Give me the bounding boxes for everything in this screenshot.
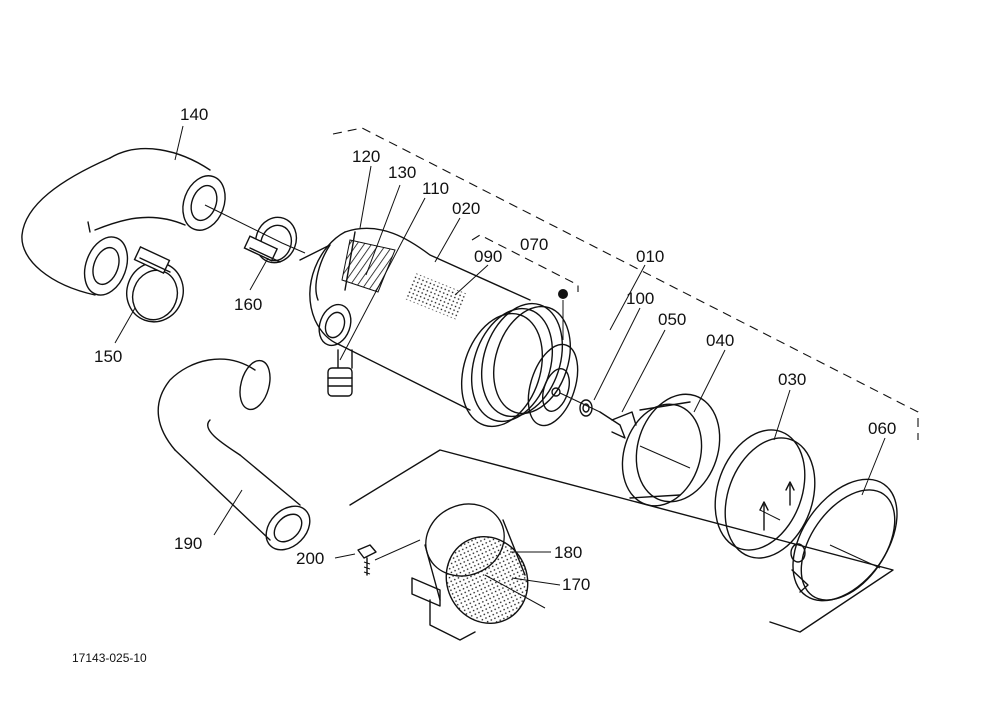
label-130: 130	[388, 163, 416, 182]
mounting-band	[411, 503, 529, 641]
label-070: 070	[520, 235, 548, 254]
bracket-outline	[349, 449, 894, 633]
drawing-number: 17143-025-10	[72, 651, 147, 665]
leader-lines	[114, 125, 886, 586]
label-180: 180	[554, 543, 582, 562]
label-120: 120	[352, 147, 380, 166]
label-170: 170	[562, 575, 590, 594]
hose-140	[21, 147, 226, 296]
label-110: 110	[422, 179, 449, 198]
label-020: 020	[452, 199, 480, 218]
label-200: 200	[296, 549, 324, 568]
washer-and-wing-nut	[579, 399, 637, 439]
label-160: 160	[234, 295, 262, 314]
clamp-160	[243, 216, 298, 264]
label-100: 100	[626, 289, 654, 308]
label-090: 090	[474, 247, 502, 266]
bolt-200	[357, 544, 377, 576]
part-labels: 140 120 130 110 020 070 090 010 100 050 …	[72, 105, 896, 665]
cover-030	[714, 429, 816, 559]
air-cleaner-body	[299, 227, 579, 428]
label-190: 190	[174, 534, 202, 553]
label-060: 060	[868, 419, 896, 438]
label-010: 010	[636, 247, 664, 266]
assembly-boundary	[332, 127, 919, 440]
clamp-150	[126, 245, 184, 323]
label-030: 030	[778, 370, 806, 389]
label-140: 140	[180, 105, 208, 124]
label-050: 050	[658, 310, 686, 329]
element-040	[621, 393, 721, 507]
label-150: 150	[94, 347, 122, 366]
label-040: 040	[706, 331, 734, 350]
hose-190	[157, 358, 311, 551]
band-060	[790, 478, 898, 602]
